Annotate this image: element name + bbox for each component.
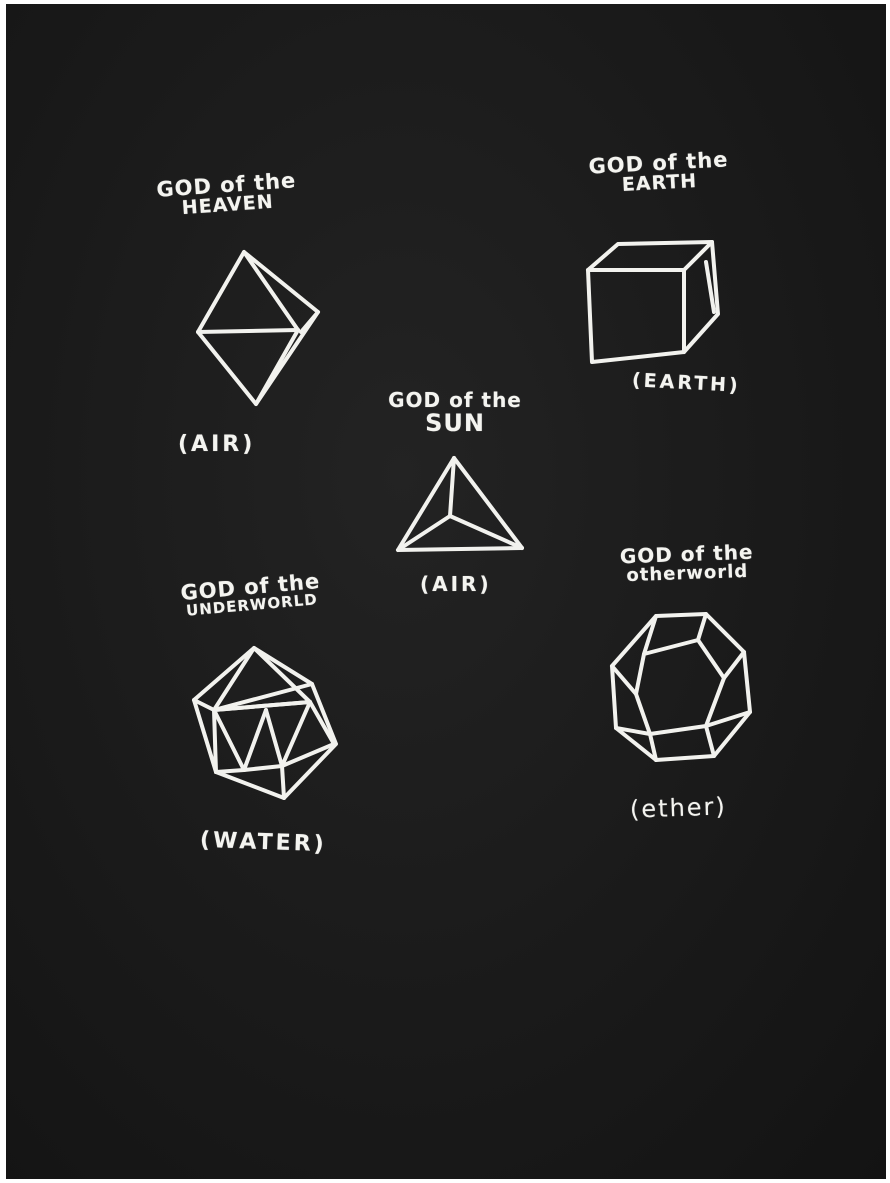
caption-sun: GOD of the SUN [380,390,530,436]
tetrahedron-drawing [390,452,530,562]
caption-earth: GOD of the EARTH [583,148,735,198]
black-paper-sheet: GOD of the HEAVEN (AIR) GOD of the EARTH… [6,4,886,1179]
cube-drawing [576,232,736,372]
caption-sun-line1: GOD of the [380,390,530,411]
dodecahedron-drawing [602,608,762,772]
element-label-earth: (EARTH) [631,369,741,397]
caption-heaven: GOD of the HEAVEN [141,168,314,222]
element-label-underworld: (WATER) [200,828,327,857]
caption-otherworld: GOD of the otherworld [609,541,764,586]
element-label-otherworld: (ether) [630,792,728,823]
caption-sun-line2: SUN [380,411,530,436]
caption-underworld: GOD of the UNDERWORLD [159,568,344,622]
element-label-sun: (AIR) [420,572,492,596]
caption-otherworld-line2: otherworld [610,562,765,586]
icosahedron-drawing [186,640,346,810]
element-label-heaven: (AIR) [178,432,255,457]
octahedron-drawing [186,244,336,414]
